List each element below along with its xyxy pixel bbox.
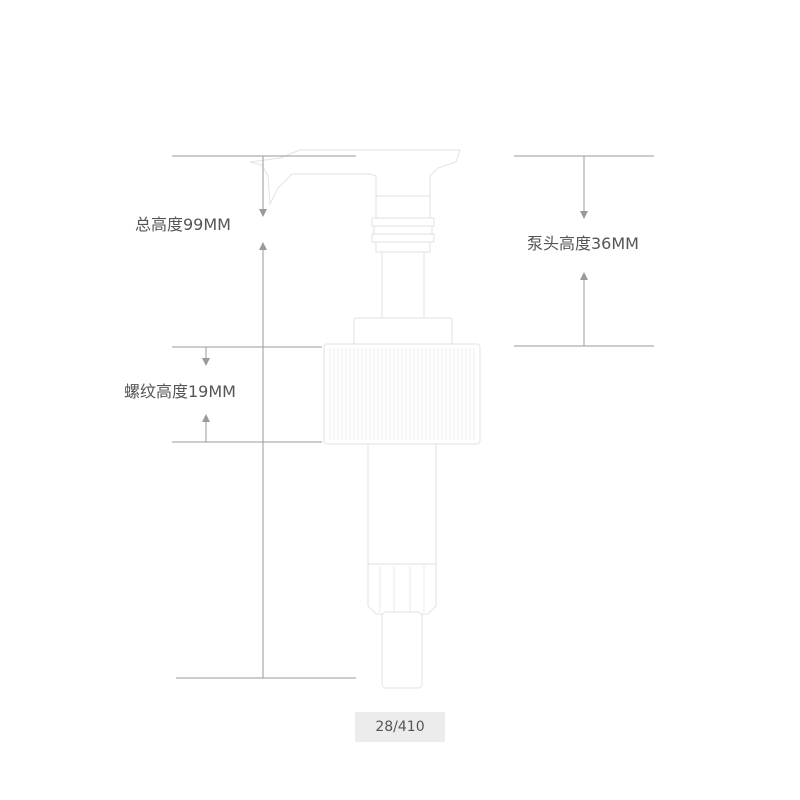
pump-head-neck (375, 195, 431, 219)
total-height-label: 总高度99MM (135, 215, 231, 234)
pump-head-ridges (371, 217, 435, 253)
closure-top (353, 317, 453, 347)
lower-flutes (379, 566, 425, 612)
closure-ribs (329, 348, 475, 440)
pump-lower-section (367, 563, 437, 615)
size-tag: 28/410 (355, 712, 445, 742)
lotion-pump (249, 149, 481, 689)
pump-head-height-label: 泵头高度36MM (527, 234, 639, 253)
thread-height-label: 螺纹高度19MM (124, 382, 236, 401)
pump-body (367, 443, 437, 565)
dimension-lines (172, 155, 654, 679)
pump-stem (381, 251, 425, 321)
dip-tube (381, 611, 423, 689)
